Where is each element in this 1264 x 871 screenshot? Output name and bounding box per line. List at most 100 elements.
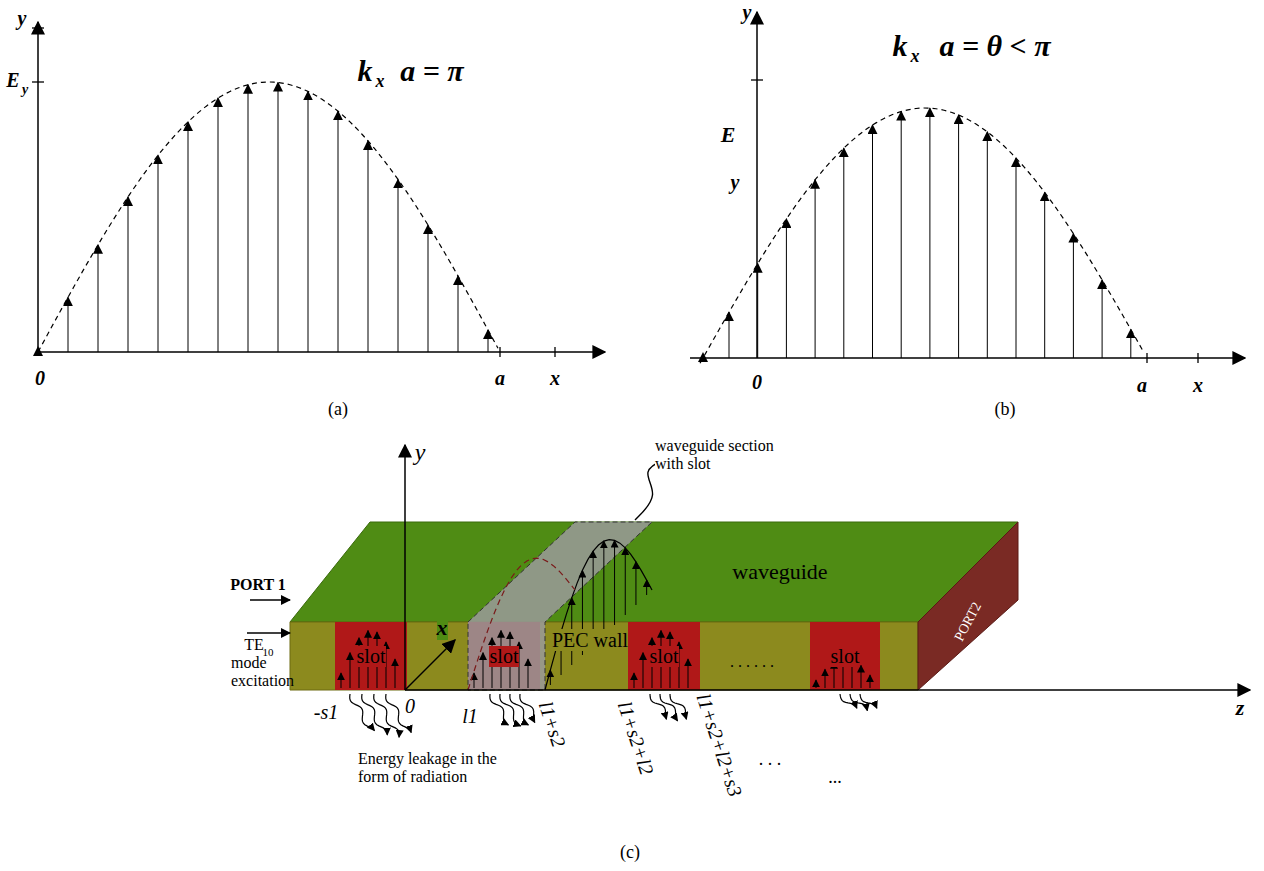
dimension-label: l1+s2+l2+s3: [693, 691, 747, 800]
field-envelope: [545, 540, 652, 690]
field-envelope: [468, 558, 575, 690]
axis-label: a: [495, 367, 505, 389]
field-arrow: [901, 112, 902, 358]
y-axis: [404, 445, 406, 690]
waveguide-top-face: [290, 522, 1018, 622]
field-arrow: [474, 673, 475, 688]
panel-label: (c): [620, 843, 640, 863]
field-arrow: [248, 85, 249, 352]
axis-tick: [1197, 353, 1198, 363]
slot-aperture: [810, 622, 880, 690]
field-arrow: [338, 111, 339, 352]
axis-label: 0: [35, 367, 45, 389]
field-arrow: [528, 659, 529, 688]
field-arrow: [643, 653, 644, 688]
axis-label: 0: [752, 371, 762, 393]
radiation-wave: [510, 694, 529, 725]
mode-label: mode excitation: [231, 654, 293, 689]
math-subscript: x: [376, 72, 385, 92]
y-axis: [756, 12, 758, 358]
field-arrow: [757, 264, 758, 358]
waveguide-front-wall: [290, 622, 918, 690]
field-arrow: [1102, 280, 1103, 358]
field-arrow: [816, 680, 817, 688]
mode-label: TE: [244, 636, 264, 654]
radiation-wave: [520, 694, 535, 723]
field-arrow: [635, 562, 636, 605]
axis-tick: [499, 347, 500, 357]
math-subscript: x: [911, 47, 920, 67]
field-arrow: [929, 108, 930, 358]
field-arrow: [218, 98, 219, 352]
axis-label: x: [437, 616, 448, 640]
slot-box: slot: [335, 622, 407, 690]
field-arrow: [188, 122, 189, 352]
annotation: waveguide section with slot: [655, 437, 785, 472]
port-label: PORT 1: [230, 576, 286, 594]
arrow-tip: [33, 346, 43, 356]
port-arrow: [250, 599, 290, 601]
math-expression: k: [893, 29, 908, 62]
field-arrow: [614, 540, 615, 625]
field-arrow: [1044, 192, 1045, 358]
x-axis: [690, 357, 1245, 359]
radiation-wave: [490, 694, 509, 725]
field-arrow: [483, 653, 484, 688]
slot-box: slot: [628, 622, 700, 690]
slot-label: slot: [830, 646, 861, 667]
field-arrow: [128, 197, 129, 352]
field-subscript: y: [22, 82, 28, 97]
z-axis: [405, 689, 1250, 691]
field-arrow: [786, 219, 787, 358]
axis-label: y: [18, 7, 27, 29]
field-arrow: [98, 245, 99, 352]
field-arrow: [958, 115, 959, 358]
slot-aperture: [335, 622, 407, 690]
math-expression: a = θ < π: [939, 29, 1050, 62]
field-arrow: [308, 91, 309, 352]
field-arrow: [987, 132, 988, 358]
field-arrow: [872, 125, 873, 358]
field-arrow: [458, 276, 459, 352]
field-envelope: [700, 108, 1144, 363]
x-axis: [38, 351, 605, 353]
panel-label: (a): [328, 400, 348, 420]
ellipsis: . . .: [759, 750, 782, 770]
slot-label: slot: [356, 646, 387, 667]
face-label: waveguide: [732, 560, 827, 584]
axis-label: x: [1193, 374, 1203, 396]
radiation-wave: [840, 694, 857, 708]
axis-label: x: [550, 367, 560, 389]
field-arrow: [625, 548, 626, 615]
field-arrow: [341, 673, 342, 688]
ellipsis: . . . . . .: [730, 653, 774, 671]
port2-face: [918, 522, 1018, 690]
dimension-label: 0: [405, 695, 415, 717]
annotation: Energy leakage in the form of radiation: [358, 750, 508, 785]
field-arrow: [825, 669, 826, 688]
port-arrow: [247, 632, 290, 634]
dimension-label: l1: [462, 705, 478, 727]
field-subscript: y: [731, 171, 740, 193]
x-axis: [405, 640, 455, 690]
radiation-wave: [650, 694, 666, 719]
field-arrow: [428, 225, 429, 352]
wall-label: PEC wall: [552, 629, 628, 651]
field-arrow: [870, 675, 871, 688]
axis-label: a: [1137, 374, 1147, 396]
math-expression: k: [358, 54, 373, 87]
dimension-label: l1+s2: [534, 698, 569, 749]
field-arrow: [688, 659, 689, 688]
radiation-wave: [670, 694, 686, 719]
radiation-wave: [660, 694, 678, 721]
slot-aperture: [628, 622, 700, 690]
slot-label: slot: [649, 646, 680, 667]
dimension-label: l1+s2+l2: [614, 699, 658, 778]
slot-box: slot: [468, 622, 540, 690]
field-arrow: [646, 580, 647, 595]
slot-label: slot: [489, 646, 520, 667]
axis-tick: [554, 347, 555, 357]
radiation-wave: [860, 694, 877, 708]
field-arrow: [1016, 158, 1017, 358]
